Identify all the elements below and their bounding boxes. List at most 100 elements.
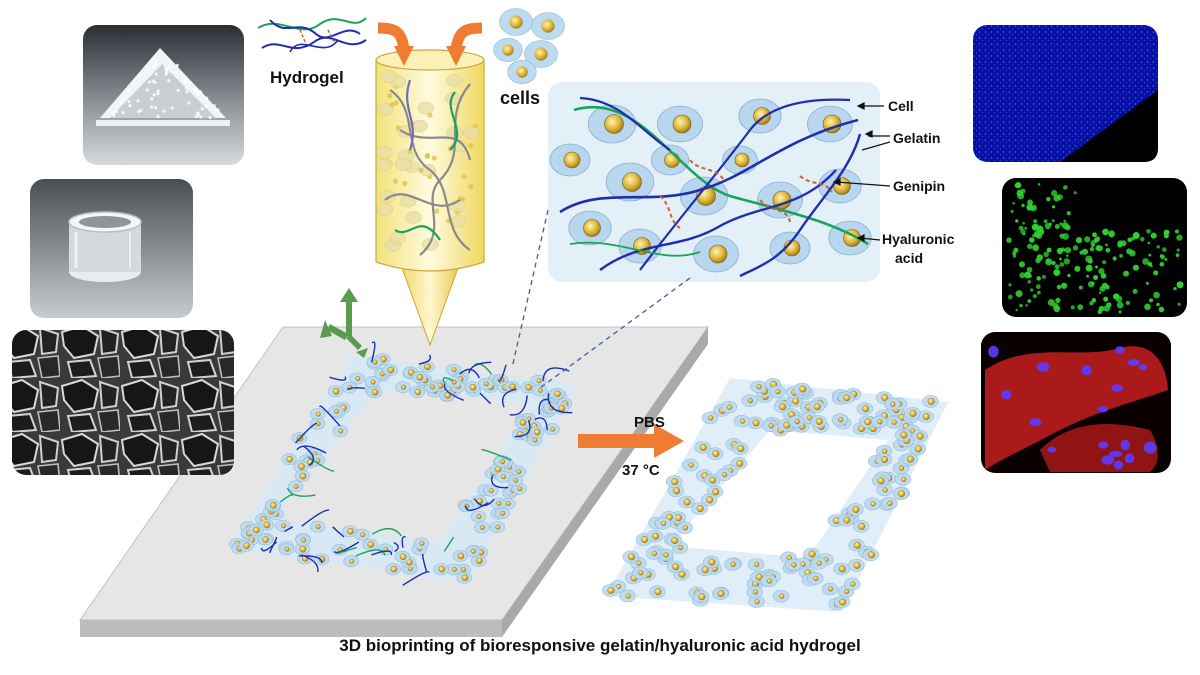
cell	[909, 442, 926, 456]
cell	[848, 538, 865, 552]
cell	[464, 381, 481, 394]
cell	[278, 543, 295, 556]
cell	[332, 425, 348, 437]
cell	[901, 452, 919, 466]
cell	[287, 480, 304, 493]
cell	[349, 372, 365, 385]
cell	[456, 571, 473, 584]
crosslinked-construct	[602, 378, 948, 612]
cell	[257, 533, 273, 546]
cell	[747, 416, 764, 430]
zoom-guide-line	[511, 209, 549, 369]
cell	[731, 442, 749, 455]
cell	[871, 415, 888, 429]
cell	[520, 381, 536, 394]
cell	[696, 563, 713, 576]
cell	[645, 547, 663, 560]
cell	[678, 495, 695, 509]
cell	[514, 416, 531, 429]
cell	[649, 585, 666, 598]
cell	[433, 563, 449, 576]
cell	[385, 563, 402, 575]
cell	[852, 520, 870, 533]
cell	[549, 387, 565, 400]
cell	[294, 543, 310, 555]
syringe	[375, 49, 485, 347]
pbs-label: PBS	[634, 414, 665, 431]
cell	[295, 534, 311, 546]
cell	[883, 397, 901, 411]
cell-label: Cell	[888, 98, 914, 114]
free-cells-icon	[493, 8, 565, 84]
nucleus-stain-image	[973, 25, 1158, 162]
cell	[831, 413, 849, 426]
cell	[864, 497, 881, 511]
hyaluronic-label-line1: Hyaluronic	[882, 231, 955, 247]
cell	[875, 453, 893, 466]
cell	[342, 525, 358, 538]
cell	[701, 411, 719, 425]
cell	[309, 408, 326, 420]
actin-stain-image	[981, 332, 1171, 473]
cell	[419, 360, 435, 373]
cell	[394, 550, 411, 563]
cell	[894, 428, 912, 442]
cell	[844, 577, 861, 591]
cell	[477, 377, 494, 390]
cell	[772, 589, 790, 603]
cell	[769, 385, 786, 398]
cell	[409, 386, 425, 398]
cell	[281, 453, 297, 466]
cell	[837, 513, 855, 527]
cell	[750, 380, 767, 393]
cell	[700, 493, 718, 507]
cell	[264, 499, 281, 512]
cell	[495, 470, 511, 483]
cell	[785, 558, 802, 572]
cell	[810, 415, 827, 428]
cell	[382, 364, 398, 376]
cell	[848, 559, 865, 572]
cell	[666, 560, 684, 574]
cell	[483, 484, 499, 497]
cell	[343, 555, 359, 568]
cell	[543, 402, 559, 415]
cell	[654, 517, 672, 530]
cell	[922, 395, 939, 408]
syringe-content	[376, 70, 480, 256]
cell	[366, 386, 383, 399]
xyz-axes-icon	[320, 288, 368, 358]
cell	[619, 589, 636, 603]
cell	[833, 562, 850, 576]
printed-strands	[260, 341, 573, 586]
cell	[622, 550, 640, 564]
cell	[490, 497, 507, 510]
cell	[682, 458, 699, 472]
scaffold-photo-lattice	[83, 25, 244, 165]
cell	[494, 455, 510, 468]
cell	[793, 382, 811, 396]
cell	[872, 474, 889, 488]
cell	[706, 447, 724, 460]
cell	[837, 391, 855, 404]
scaffold-photo-tube	[30, 179, 193, 318]
cell	[631, 566, 649, 580]
temperature-label: 37 °C	[622, 462, 660, 479]
cell	[715, 468, 733, 481]
cell	[847, 503, 864, 516]
cell	[471, 495, 487, 507]
cell	[354, 528, 370, 541]
cell	[760, 574, 777, 588]
magnified-inset	[548, 82, 880, 282]
cell	[691, 502, 708, 515]
cell	[474, 521, 490, 534]
cell	[377, 543, 394, 556]
live-stain-image	[1002, 178, 1187, 317]
cell	[494, 507, 510, 520]
gelatin-label: Gelatin	[893, 130, 940, 146]
cell	[665, 475, 683, 488]
zoom-guide-line	[539, 277, 691, 389]
cell	[821, 582, 839, 596]
